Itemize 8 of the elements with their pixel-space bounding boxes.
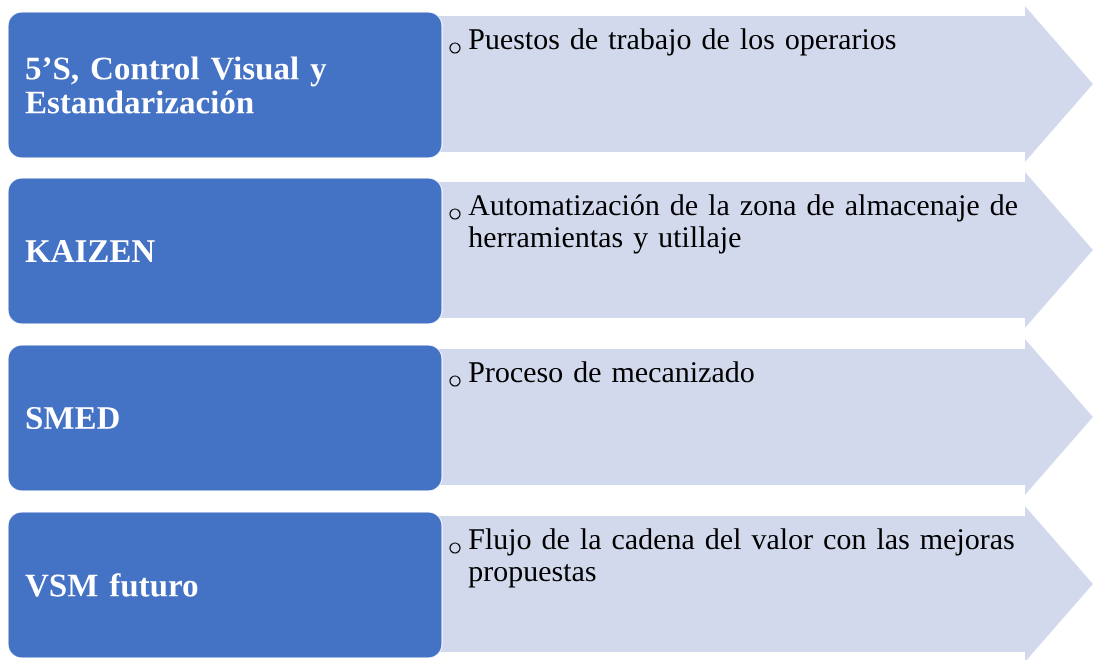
chevron-banner: Automatización de la zona de almacenaje de herramientas y utillaje bbox=[425, 172, 1093, 328]
label-box: 5’S, Control Visual y Estandarización bbox=[7, 11, 443, 159]
label-box: KAIZEN bbox=[7, 177, 443, 325]
label-box: VSM futuro bbox=[7, 511, 443, 659]
chevron-banner: Puestos de trabajo de los operarios bbox=[425, 6, 1093, 162]
chevron-banner: Flujo de la cadena del valor con las mejoras propuestas bbox=[425, 506, 1093, 660]
chevron-banner: Proceso de mecanizado bbox=[425, 339, 1093, 495]
label-box: SMED bbox=[7, 344, 443, 492]
